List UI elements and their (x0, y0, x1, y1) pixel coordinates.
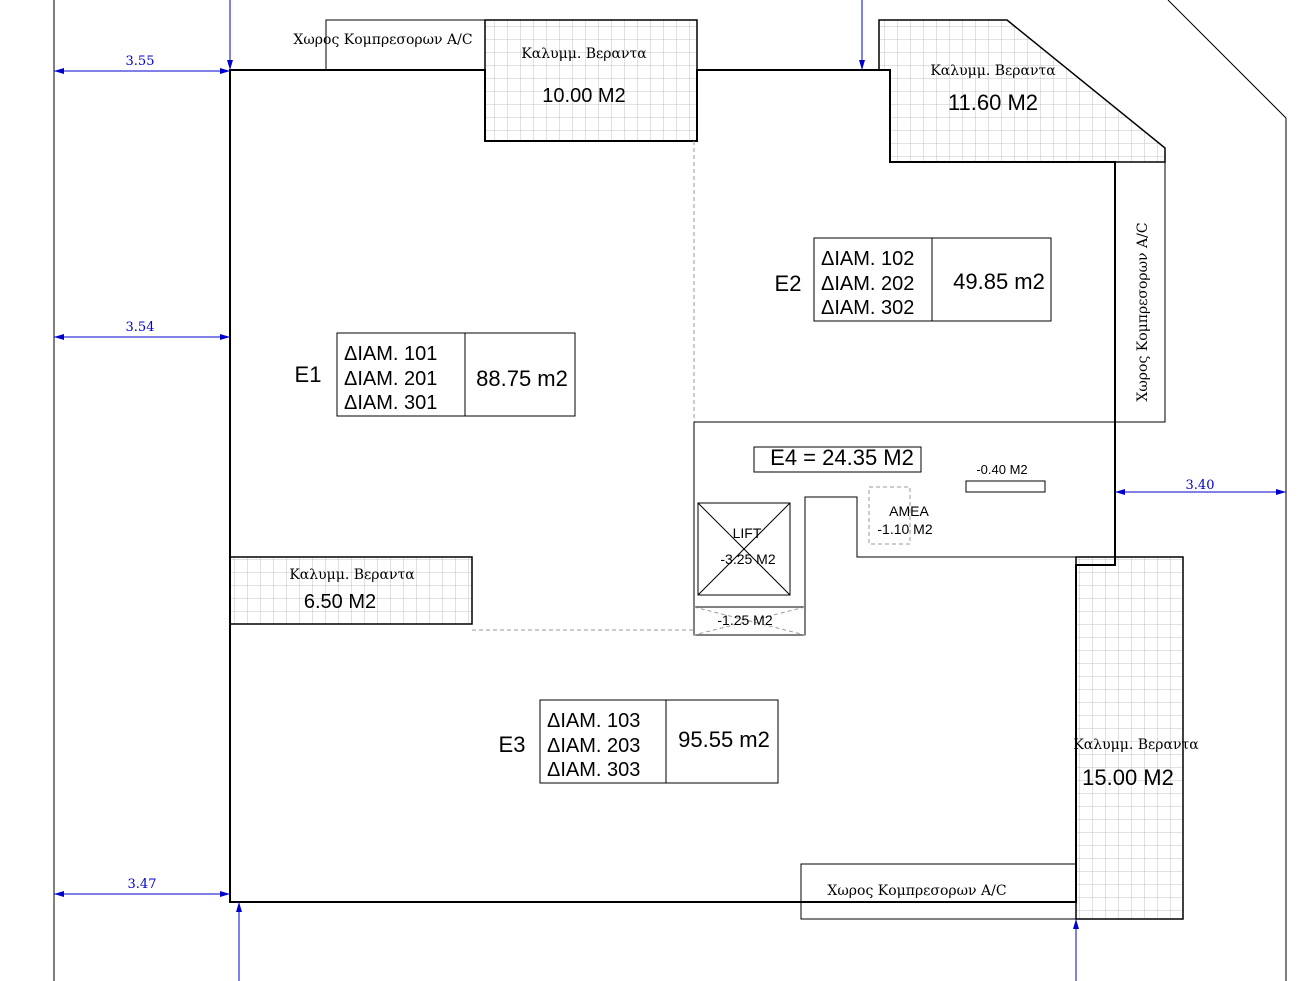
dimension-lines (54, 0, 1286, 981)
veranda-right (1075, 556, 1184, 920)
property-boundary (53, 0, 1287, 981)
e3-unit-2: ΔΙΑΜ. 203 (547, 735, 640, 757)
e1-unit-1: ΔΙΑΜ. 101 (344, 343, 437, 365)
e1-unit-3: ΔΙΑΜ. 301 (344, 392, 437, 414)
e1-table (336, 332, 576, 417)
interior-walls (472, 141, 1115, 636)
e2-table (813, 237, 1052, 322)
e3-unit-3: ΔΙΑΜ. 303 (547, 759, 640, 781)
deduction-box (965, 480, 1046, 493)
e2-unit-2: ΔΙΑΜ. 202 (821, 273, 914, 295)
e1-area: 88.75 m2 (476, 366, 568, 391)
e2-unit-1: ΔΙΑΜ. 102 (821, 248, 914, 270)
e2-label: E2 (775, 271, 802, 296)
deduction-small-label: -0.40 M2 (976, 462, 1027, 477)
veranda-left (229, 556, 473, 625)
e1-unit-2: ΔΙΑΜ. 201 (344, 368, 437, 390)
e3-area: 95.55 m2 (678, 727, 770, 752)
dimension-mid-left: 3.54 (126, 320, 155, 335)
building-outline (229, 69, 1116, 903)
veranda-top-right-label: Καλυμμ. Βεραντα (930, 63, 1056, 79)
amea-area: -1.10 M2 (877, 521, 932, 537)
lift-area: -3.25 M2 (720, 551, 775, 567)
e4-label: E4 = 24.35 M2 (770, 445, 914, 470)
e3-unit-1: ΔΙΑΜ. 103 (547, 710, 640, 732)
compressor-top-label: Χωρος Κομπρεσορων A/C (293, 32, 472, 48)
lift-label: LIFT (733, 525, 762, 541)
veranda-top-label: Καλυμμ. Βεραντα (521, 46, 647, 62)
e2-unit-3: ΔΙΑΜ. 302 (821, 297, 914, 319)
veranda-top-right-area: 11.60 M2 (948, 90, 1038, 115)
veranda-right-label: Καλυμμ. Βεραντα (1073, 737, 1199, 753)
dimension-top-left: 3.55 (126, 54, 155, 69)
veranda-left-area: 6.50 M2 (304, 591, 376, 613)
compressor-right-label: Χωρος Κομπρεσορων A/C (1135, 222, 1151, 401)
dimension-right: 3.40 (1186, 478, 1215, 493)
veranda-top (484, 19, 698, 142)
lift-shaft (697, 502, 791, 596)
e4-box (753, 446, 922, 473)
dimension-bottom-left: 3.47 (128, 877, 157, 892)
veranda-right-area: 15.00 M2 (1082, 765, 1174, 790)
e3-table (539, 699, 779, 784)
compressor-bottom-label: Χωρος Κομπρεσορων A/C (827, 883, 1006, 899)
e3-label: E3 (499, 732, 526, 757)
below-lift-area: -1.25 M2 (717, 612, 772, 628)
veranda-top-area: 10.00 M2 (542, 85, 625, 107)
e1-label: E1 (295, 362, 322, 387)
amea-label: AMEA (889, 503, 929, 519)
veranda-left-label: Καλυμμ. Βεραντα (289, 567, 415, 583)
e2-area: 49.85 m2 (953, 269, 1045, 294)
